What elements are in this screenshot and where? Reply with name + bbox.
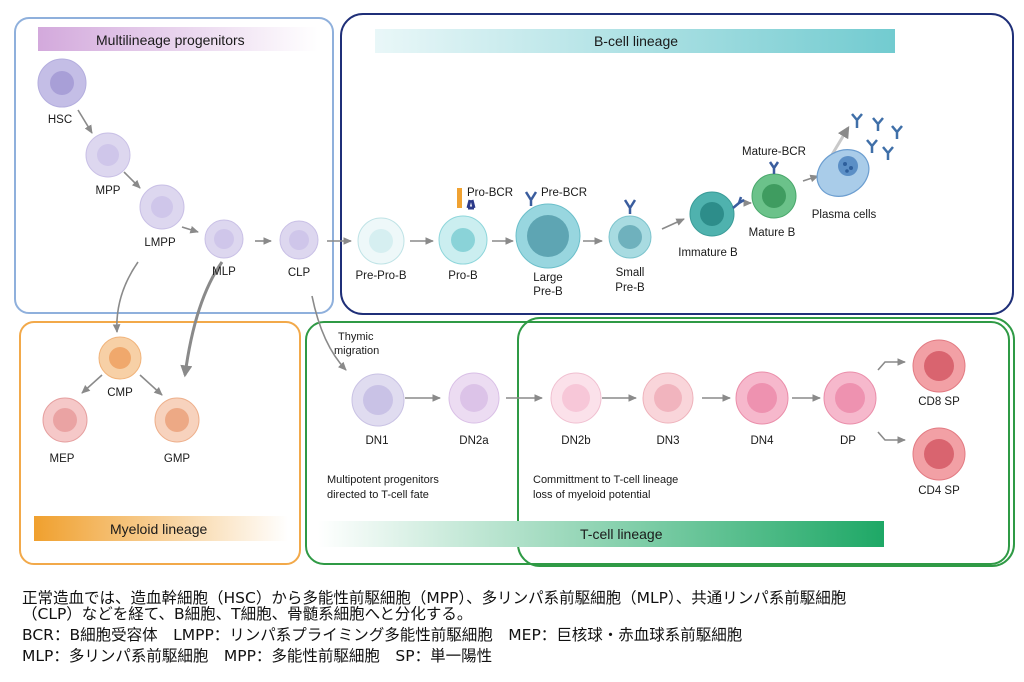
hematopoiesis-diagram: Multilineage progenitors B-cell lineage …: [14, 13, 1015, 567]
dp-label: DP: [840, 435, 856, 447]
thymic-label-2: migration: [334, 345, 379, 357]
myeloid-banner: [34, 516, 288, 541]
progenitors-header: Multilineage progenitors: [96, 32, 245, 48]
immature-b-cell: [689, 191, 745, 237]
dn3-cell: [642, 372, 694, 424]
dn1-label: DN1: [365, 435, 388, 447]
pro-b-cell: [438, 188, 488, 265]
gmp-cell: [154, 397, 200, 443]
cmp-cell: [98, 336, 142, 380]
tcell-box-inner: [517, 317, 1015, 567]
tcell-banner: [318, 521, 884, 547]
prepro-b-cell: [357, 217, 405, 265]
large-pre-b-label-2: Pre-B: [533, 286, 563, 298]
clp-label: CLP: [288, 267, 311, 279]
cd4-sp-label: CD4 SP: [918, 485, 960, 497]
myeloid-box: [19, 321, 301, 565]
large-pre-b-cell: [515, 191, 581, 269]
progenitors-box: [14, 17, 334, 314]
cmp-label: CMP: [107, 387, 133, 399]
caption-line-2: （CLP）などを経て、B細胞、T細胞、骨髄系細胞へと分化する。: [22, 605, 473, 623]
hsc-cell: [37, 58, 87, 108]
dn1-cell: [351, 373, 405, 427]
myeloid-header: Myeloid lineage: [110, 521, 207, 537]
pro-bcr-label: Pro-BCR: [467, 187, 513, 199]
dn3-label: DN3: [656, 435, 679, 447]
arrows: [77, 109, 906, 444]
caption-line-4: MLP：多リンパ系前駆細胞 MPP：多能性前駆細胞 SP：単一陽性: [22, 647, 493, 665]
mature-b-label: Mature B: [749, 227, 796, 239]
small-pre-b-label-2: Pre-B: [615, 282, 645, 294]
thymic-label-1: Thymic: [338, 331, 374, 343]
prepro-b-label: Pre-Pro-B: [355, 270, 406, 282]
pre-bcr-label: Pre-BCR: [541, 187, 587, 199]
dn2b-cell: [550, 372, 602, 424]
dn4-label: DN4: [750, 435, 774, 447]
hsc-label: HSC: [48, 114, 72, 126]
dn4-cell: [735, 371, 789, 425]
plasma-label: Plasma cells: [812, 209, 877, 221]
bcell-box: [340, 13, 1014, 315]
mlp-label: MLP: [212, 266, 236, 278]
cd8-sp-label: CD8 SP: [918, 396, 960, 408]
caption-line-1: 正常造血では、造血幹細胞（HSC）から多能性前駆細胞（MPP）、多リンパ系前駆細…: [22, 589, 847, 607]
multipotent-note-1: Multipotent progenitors: [327, 474, 439, 486]
antibody-icons: [851, 113, 903, 160]
plasma-cell: [816, 149, 870, 197]
mep-label: MEP: [50, 453, 75, 465]
commitment-note-1: Committment to T-cell lineage: [533, 474, 678, 486]
large-pre-b-label-1: Large: [533, 272, 562, 284]
mlp-cell: [204, 219, 244, 259]
mpp-label: MPP: [96, 185, 121, 197]
tcell-box-outer: [305, 321, 1010, 565]
dn2b-label: DN2b: [561, 435, 590, 447]
bcell-banner: [375, 29, 895, 53]
dn2a-cell: [448, 372, 500, 424]
pro-b-label: Pro-B: [448, 270, 478, 282]
mpp-cell: [85, 132, 131, 178]
caption-line-3: BCR：B細胞受容体 LMPP：リンパ系プライミング多能性前駆細胞 MEP：巨核…: [22, 626, 743, 644]
tcell-header: T-cell lineage: [580, 526, 663, 542]
lmpp-label: LMPP: [144, 237, 176, 249]
cd4-sp-cell: [912, 427, 966, 481]
dp-cell: [823, 371, 877, 425]
small-pre-b-label-1: Small: [616, 267, 645, 279]
mature-bcr-label: Mature-BCR: [742, 146, 806, 158]
cd8-sp-cell: [912, 339, 966, 393]
progenitors-banner: [38, 27, 318, 51]
multipotent-note-2: directed to T-cell fate: [327, 489, 429, 501]
small-pre-b-cell: [608, 199, 652, 259]
commitment-note-2: loss of myeloid potential: [533, 489, 650, 501]
lmpp-cell: [139, 184, 185, 230]
dn2a-label: DN2a: [459, 435, 489, 447]
immature-b-label: Immature B: [678, 247, 738, 259]
mature-b-cell: [751, 161, 797, 219]
bcell-header: B-cell lineage: [594, 33, 678, 49]
clp-cell: [279, 220, 319, 260]
gmp-label: GMP: [164, 453, 191, 465]
mep-cell: [42, 397, 88, 443]
